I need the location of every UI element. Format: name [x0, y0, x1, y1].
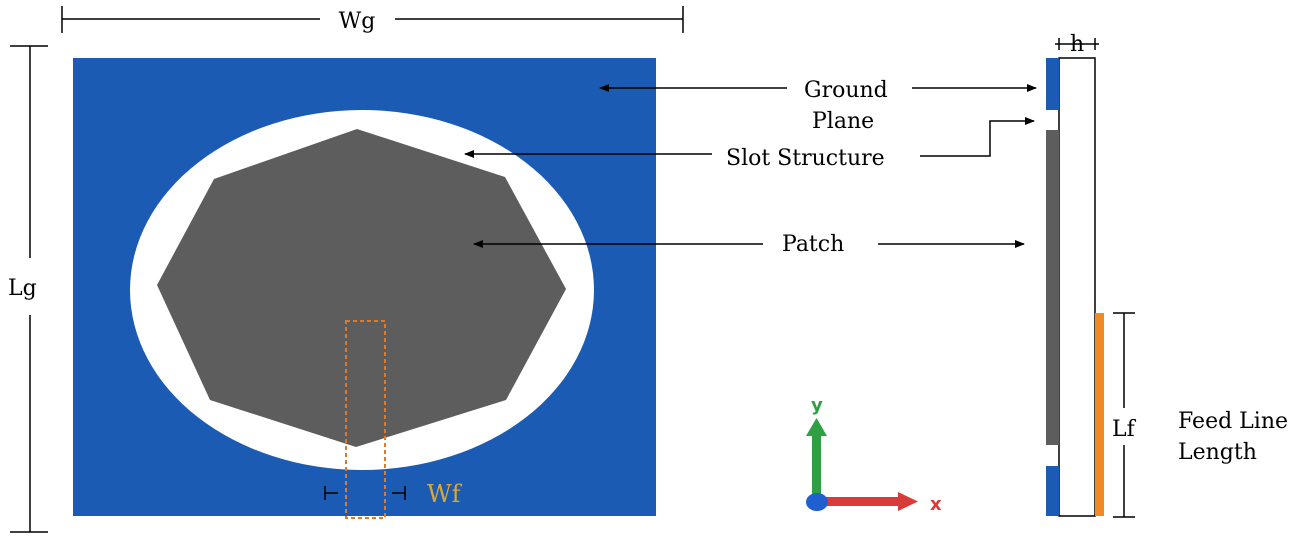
axis-y-label: y [811, 395, 823, 416]
h-label: h [1070, 32, 1084, 57]
lg-label: Lg [8, 276, 37, 301]
wg-dimension [61, 6, 684, 33]
axis-origin [806, 493, 828, 511]
feed-line-outline [345, 320, 386, 519]
patch [157, 129, 566, 447]
y-axis-arrowhead [806, 418, 827, 436]
feed-line-length-label-line1: Feed Line [1178, 409, 1288, 434]
patch-label: Patch [782, 232, 844, 257]
side-patch [1046, 130, 1059, 445]
feed-line-length-label-line2: Length [1178, 440, 1257, 465]
wf-dimension [324, 486, 406, 500]
side-feed-line [1095, 313, 1104, 516]
side-view [1046, 57, 1104, 517]
h-dimension [1055, 38, 1099, 50]
lf-dimension [1113, 312, 1135, 518]
substrate [1058, 57, 1096, 517]
lf-label: Lf [1112, 417, 1137, 442]
side-ground-top [1046, 58, 1059, 110]
axis-x-label: x [930, 494, 942, 515]
slot-structure-label: Slot Structure [726, 146, 885, 171]
x-axis-shaft [822, 497, 902, 506]
front-view [73, 58, 656, 519]
annotation-arrows [464, 84, 1037, 248]
y-axis-shaft [812, 432, 821, 502]
wf-label: Wf [427, 480, 463, 508]
lg-dimension [10, 45, 48, 533]
x-axis-arrowhead [898, 492, 918, 511]
ground-plane-label-line2: Plane [812, 109, 874, 134]
xy-axes-icon: y x [806, 395, 942, 515]
wg-label: Wg [339, 9, 376, 34]
side-ground-bottom [1046, 466, 1059, 516]
ground-plane-label-line1: Ground [804, 78, 888, 103]
slot-arrow-right [920, 117, 1035, 157]
